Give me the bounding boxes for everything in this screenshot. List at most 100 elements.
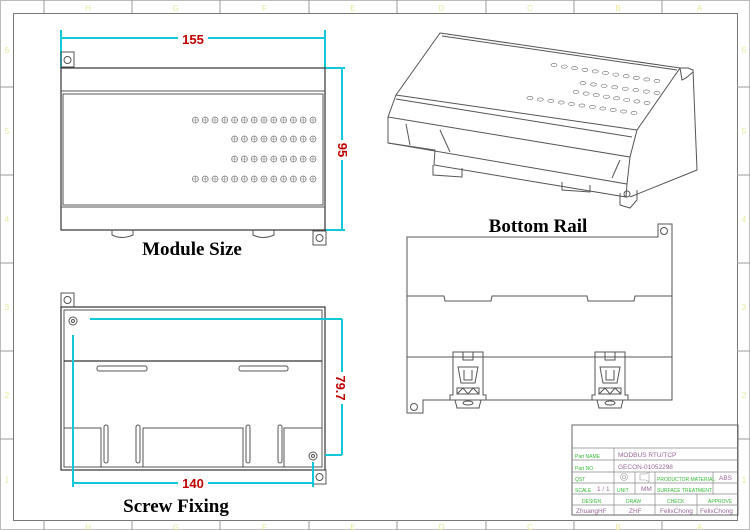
- dimension-79-7: 79.7: [333, 375, 348, 400]
- terminal-hole: [643, 77, 651, 82]
- dimension-95: 95: [335, 143, 350, 157]
- terminal-screw-icon: [192, 116, 199, 124]
- terminal-screw-icon: [201, 116, 209, 124]
- terminal-hole: [578, 103, 586, 108]
- terminal-hole: [581, 67, 589, 72]
- material-label: PRODUCTOR MATERIAL: [657, 477, 715, 483]
- terminal-screw-icon: [241, 116, 248, 124]
- bottom-rail-view: Bottom Rail: [406, 216, 673, 414]
- terminal-hole: [557, 100, 565, 105]
- material-value: ABS: [719, 475, 733, 482]
- mounting-tab: [312, 230, 327, 246]
- frame-row-label: 4: [742, 215, 747, 224]
- part-name-value: MODBUS RTU/TCP: [618, 452, 676, 459]
- terminal-screw-icon: [201, 175, 209, 183]
- frame-column-label: D: [439, 523, 445, 530]
- terminal-screw-icon: [280, 135, 287, 143]
- frame-column-label: E: [350, 523, 355, 530]
- terminal-hole: [599, 106, 607, 111]
- terminal-hole: [643, 89, 650, 94]
- dimension-140: 140: [182, 476, 204, 491]
- terminal-screw-icon: [270, 155, 278, 163]
- dimension-155: 155: [182, 32, 204, 47]
- terminal-screw-icon: [231, 175, 238, 183]
- frame-row-label: 6: [742, 46, 747, 55]
- terminal-hole: [572, 90, 580, 94]
- frame-row-label: 6: [5, 46, 10, 55]
- approve-label: APPROVE: [708, 499, 733, 505]
- terminal-hole: [623, 97, 631, 102]
- frame-column-label: G: [173, 4, 179, 13]
- mounting-tab: [312, 469, 327, 485]
- caption-module-size: Module Size: [142, 239, 242, 260]
- title-block: Part NAME MODBUS RTU/TCP Part NO. GECON-…: [571, 424, 739, 516]
- terminal-screw-icon: [241, 175, 248, 183]
- qst-label: QST: [575, 477, 585, 483]
- mounting-tab: [60, 292, 75, 308]
- frame-column-label: B: [615, 523, 620, 530]
- terminal-hole: [550, 63, 558, 67]
- terminal-hole: [582, 91, 590, 96]
- terminal-screw-icon: [241, 155, 248, 163]
- front-panel: [62, 93, 324, 206]
- terminal-screw-icon: [299, 155, 307, 163]
- frame-column-label: D: [439, 4, 445, 13]
- terminal-hole: [592, 93, 600, 98]
- terminal-screw-icon: [211, 175, 219, 183]
- terminal-screw-icon: [299, 116, 307, 124]
- din-rail-clip: [591, 351, 629, 409]
- terminal-hole: [537, 97, 544, 102]
- frame-column-label: A: [697, 523, 703, 530]
- frame-column-label: H: [85, 4, 91, 13]
- terminal-hole: [613, 96, 620, 101]
- frame-column-label: F: [262, 4, 267, 13]
- terminal-hole: [602, 71, 609, 75]
- terminal-hole: [590, 82, 597, 87]
- terminal-screw-icon: [211, 116, 219, 124]
- terminal-hole: [622, 74, 630, 79]
- frame-column-label: E: [350, 4, 355, 13]
- terminal-screw-icon: [221, 175, 229, 183]
- checker-name: FelixChong: [660, 508, 693, 515]
- frame-column-label: B: [615, 4, 620, 13]
- terminal-screw-icon: [280, 175, 287, 183]
- terminal-hole: [600, 83, 608, 88]
- frame-row-label: 2: [742, 391, 747, 400]
- designer-name: ZhuangHF: [576, 508, 607, 515]
- frame-row-label: 4: [5, 215, 10, 224]
- terminal-screw-icon: [299, 135, 307, 143]
- terminal-screw-icon: [250, 175, 258, 183]
- frame-row-label: 3: [742, 303, 747, 312]
- part-no-label: Part NO.: [575, 466, 594, 472]
- frame-row-label: 5: [5, 127, 10, 136]
- terminal-hole: [603, 94, 610, 99]
- terminal-hole: [632, 88, 640, 93]
- terminal-screw-icon: [270, 116, 278, 124]
- terminal-screw-icon: [250, 155, 258, 163]
- terminal-screw-icon: [270, 175, 278, 183]
- rail-body: [406, 223, 673, 414]
- terminal-hole: [568, 102, 575, 106]
- terminal-hole: [591, 69, 599, 74]
- unit-label: UNIT: [617, 488, 629, 494]
- terminal-screw-icon: [231, 116, 238, 124]
- terminal-screw-icon: [280, 155, 287, 163]
- terminal-screw-icon: [260, 135, 268, 143]
- terminal-screw-icon: [192, 175, 199, 183]
- terminal-screw-icon: [309, 155, 317, 163]
- frame-row-label: 2: [5, 391, 10, 400]
- terminal-screw-icon: [309, 116, 317, 124]
- terminal-hole: [633, 75, 640, 80]
- projection-symbol-icon: [620, 471, 650, 483]
- frame-row-label: 5: [742, 127, 747, 136]
- module-size-view: 155 95 Module Size: [60, 30, 350, 260]
- module-bottom-body: [60, 306, 326, 471]
- terminal-hole: [633, 99, 641, 104]
- frame-row-label: 3: [5, 303, 10, 312]
- terminal-hole: [571, 66, 578, 71]
- terminal-hole: [560, 64, 568, 69]
- terminal-dots: [192, 116, 317, 183]
- terminal-hole: [653, 91, 661, 95]
- terminal-screw-icon: [250, 116, 258, 124]
